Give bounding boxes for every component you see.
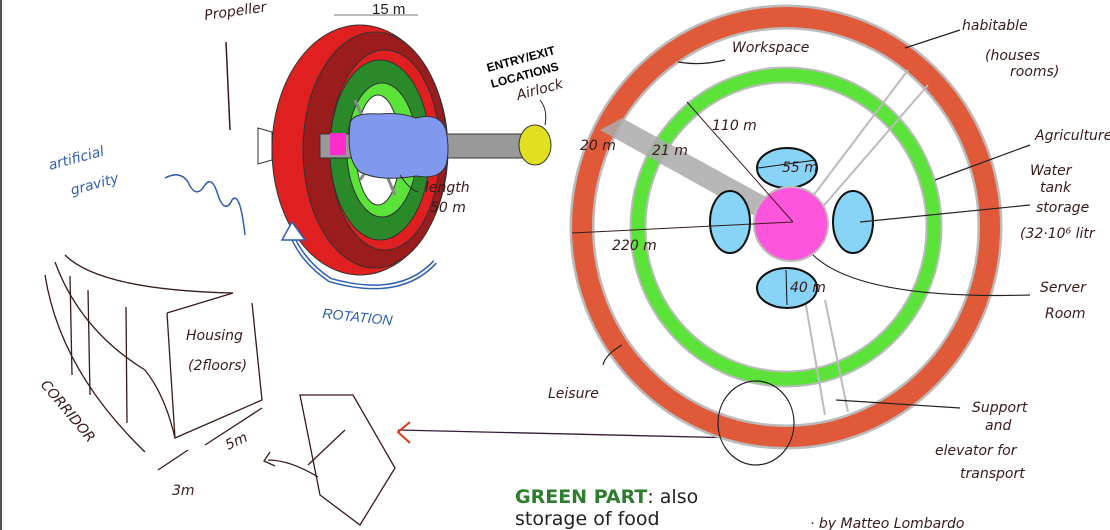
green-part-note: GREEN PART: also storage of food [515,486,698,530]
width-20-label: 20 m [580,138,616,154]
radius-110 [686,101,794,223]
server-room [753,186,829,262]
server-room-label: Room [1045,306,1086,322]
airlock-icon [518,124,552,166]
length-value: 50 m [430,200,466,216]
green-part-text-2: storage of food [515,508,660,530]
floors-label: (2floors) [188,358,247,374]
propeller-icon [257,127,273,165]
habitable-ring [572,7,1000,447]
corridor-label: CORRIDOR [37,377,98,445]
support-transport-label: transport [960,466,1025,482]
leisure-label: Leisure [548,386,599,402]
page-border [0,0,2,530]
dim-3m-label: 3m [172,483,195,499]
habitable-houses-label: (houses [985,48,1040,64]
shaft-right [439,133,531,159]
agriculture-ring [631,68,941,386]
diameter-55-label: 55 m [782,160,818,176]
housing-label: Housing [186,328,243,344]
width-label: 15 m [372,1,405,18]
water-storage-label: storage [1036,200,1089,216]
gravity-label-2: gravity [69,170,121,198]
water-tank-label: tank [1040,180,1072,196]
rotation-label: ROTATION [322,305,394,328]
hub-module [348,113,449,179]
water-tank-right [832,190,874,254]
water-capacity-label: (32·10⁶ litr [1020,226,1096,242]
radius-110-label: 110 m [712,118,757,134]
radius-220-label: 220 m [612,238,657,254]
habitable-rooms-label: rooms) [1010,64,1059,80]
server-hub [330,133,346,155]
diameter-40-label: 40 m [790,280,826,296]
propeller-label: Propeller [203,0,268,24]
habitable-label: habitable [962,18,1028,34]
gravity-wave-icon [164,174,246,236]
water-label: Water [1030,163,1073,179]
length-label: length [425,180,470,196]
workspace-label: Workspace [732,40,809,56]
propeller-arrow [225,41,231,131]
gravity-label-1: artificial [47,144,106,174]
author-credit: · by Matteo Lombardo [810,516,964,530]
green-part-label: GREEN PART [515,486,648,508]
server-label: Server [1040,280,1087,296]
support-label: Support [972,400,1028,416]
support-and-label: and [985,418,1011,434]
agriculture-label: Agriculture [1034,128,1110,144]
radius-220 [571,221,794,234]
dim-5m-label: 5m [223,430,250,454]
width-21-label: 21 m [652,143,688,159]
station-wheel-sketch: 15 m Propeller ENTRY/EXIT LOCATIONS Airl… [47,0,566,328]
support-spoke [809,69,909,201]
green-part-text: : also [647,486,699,508]
water-tank-left [709,190,751,254]
station-plan: 110 m 220 m 20 m 21 m 55 m 40 m Workspac… [548,4,1110,530]
support-elevator-label: elevator for [935,443,1018,459]
